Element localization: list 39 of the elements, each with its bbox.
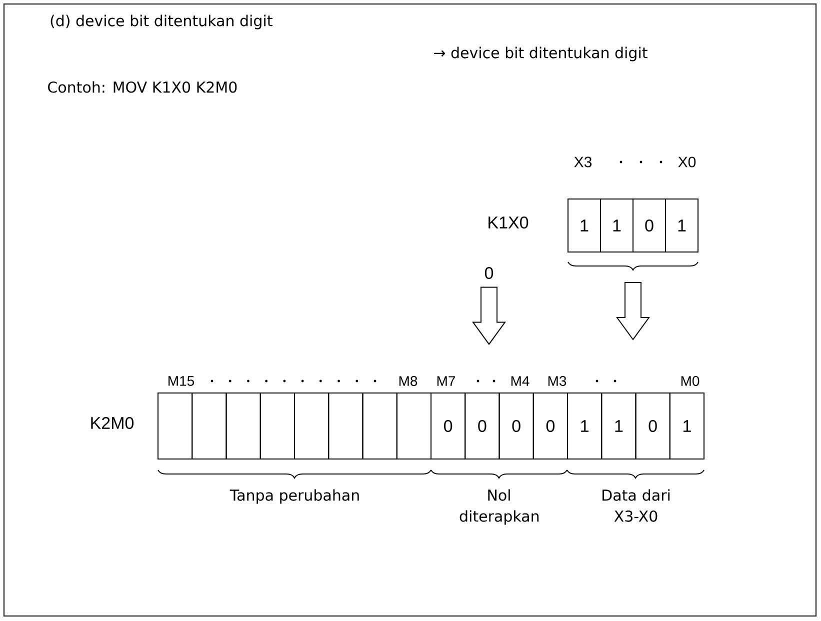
bit-cell: 1 bbox=[568, 198, 601, 252]
brace-label: Tanpa perubahan bbox=[230, 489, 359, 504]
note: → device bit ditentukan digit bbox=[434, 46, 648, 62]
empty-cell bbox=[294, 392, 330, 460]
bit-label: X3 bbox=[574, 156, 592, 168]
bit-cell: 1 bbox=[600, 198, 634, 252]
bit-cell: 1 bbox=[567, 392, 602, 460]
empty-cell bbox=[396, 392, 432, 460]
bit-cell: 1 bbox=[665, 198, 698, 252]
bit-cell: 1 bbox=[669, 392, 704, 460]
empty-cell bbox=[362, 392, 398, 460]
bit-label: M3 bbox=[548, 376, 566, 386]
bit-cell: 0 bbox=[430, 392, 466, 460]
empty-cell bbox=[158, 392, 193, 460]
title: (d) device bit ditentukan digit bbox=[50, 14, 272, 30]
register-name: K2M0 bbox=[91, 416, 134, 430]
bit-label: M15 bbox=[168, 376, 194, 386]
empty-cell bbox=[192, 392, 227, 460]
bit-cell: 0 bbox=[498, 392, 534, 460]
brace-label: Data dari X3-X0 bbox=[602, 489, 670, 522]
register-name: K1X0 bbox=[488, 216, 528, 229]
bit-cell: 1 bbox=[601, 392, 636, 460]
empty-cell bbox=[226, 392, 261, 460]
brace-label: Nol diterapkan bbox=[460, 489, 539, 525]
bit-label: M7 bbox=[437, 376, 456, 386]
empty-cell bbox=[260, 392, 295, 460]
hollow-arrow bbox=[616, 282, 650, 340]
bit-label: M8 bbox=[399, 376, 418, 386]
bit-value: 0 bbox=[484, 266, 494, 280]
bit-label: M0 bbox=[681, 376, 700, 386]
empty-cell bbox=[328, 392, 364, 460]
hollow-arrow bbox=[472, 286, 506, 346]
bit-cell: 0 bbox=[635, 392, 670, 460]
bit-cell: 0 bbox=[464, 392, 500, 460]
bit-cell: 0 bbox=[532, 392, 568, 460]
example: Contoh: MOV K1X0 K2M0 bbox=[48, 81, 237, 93]
bit-label: X0 bbox=[678, 156, 696, 168]
bit-cell: 0 bbox=[632, 198, 666, 252]
bit-label: M4 bbox=[511, 376, 530, 386]
